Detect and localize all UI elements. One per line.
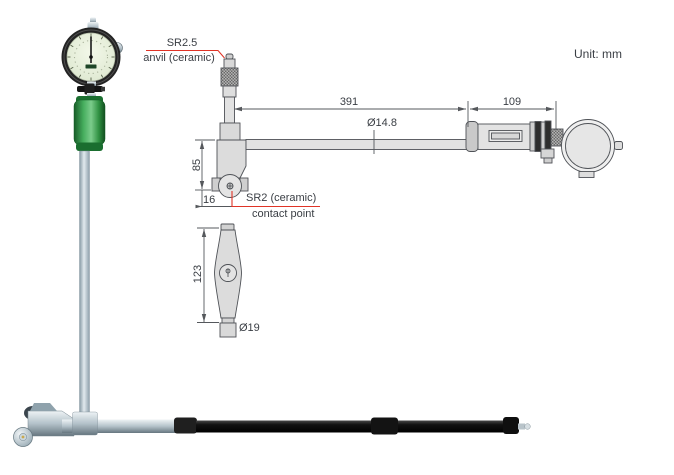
tube-tip: [518, 423, 525, 430]
anvil-post-drawing: [219, 53, 241, 141]
handle-ferrule: [219, 322, 237, 338]
anvil-callout-title: SR2.5: [166, 37, 198, 49]
tube-end-cap: [503, 417, 519, 434]
dial-indicator-photo: [61, 17, 123, 98]
arm-photo: [13, 403, 531, 447]
dim-handle-length: 123: [192, 264, 204, 284]
dim-tip-offset: 16: [203, 194, 216, 206]
dim-reach: 391: [339, 96, 359, 108]
dial-logo: [85, 64, 97, 69]
dim-handle-diameter: Ø19: [239, 322, 260, 334]
anvil-knurl: [220, 67, 239, 87]
dial-drawing: [561, 119, 623, 178]
dial-tick-marks: [67, 33, 115, 81]
unit-label: Unit: mm: [574, 47, 622, 61]
grip-photo: [73, 96, 106, 151]
shaft-photo: [79, 150, 90, 423]
arm-tube-black: [196, 420, 506, 433]
line-drawing: [146, 49, 623, 338]
arm-clamp: [72, 411, 98, 436]
contact-callout-subtitle: contact point: [252, 208, 315, 220]
dim-grip-length: 109: [502, 96, 522, 108]
tube-collar-left: [174, 417, 197, 434]
contact-callout-leader: [231, 191, 320, 208]
dim-rod-diameter: Ø14.8: [367, 117, 397, 129]
anvil-tip: [225, 53, 234, 60]
head-drawing: [211, 139, 249, 198]
gauge-photo: [13, 17, 531, 447]
anvil-callout-subtitle: anvil (ceramic): [143, 52, 215, 64]
contact-callout-title: SR2 (ceramic): [246, 192, 317, 204]
rod-drawing: [245, 139, 469, 150]
handle-drawing: [214, 223, 242, 338]
grip-drawing: [465, 120, 572, 164]
anvil-callout-leader: [146, 49, 225, 59]
tube-collar-mid: [371, 417, 398, 435]
dim-head-height: 85: [191, 158, 203, 171]
